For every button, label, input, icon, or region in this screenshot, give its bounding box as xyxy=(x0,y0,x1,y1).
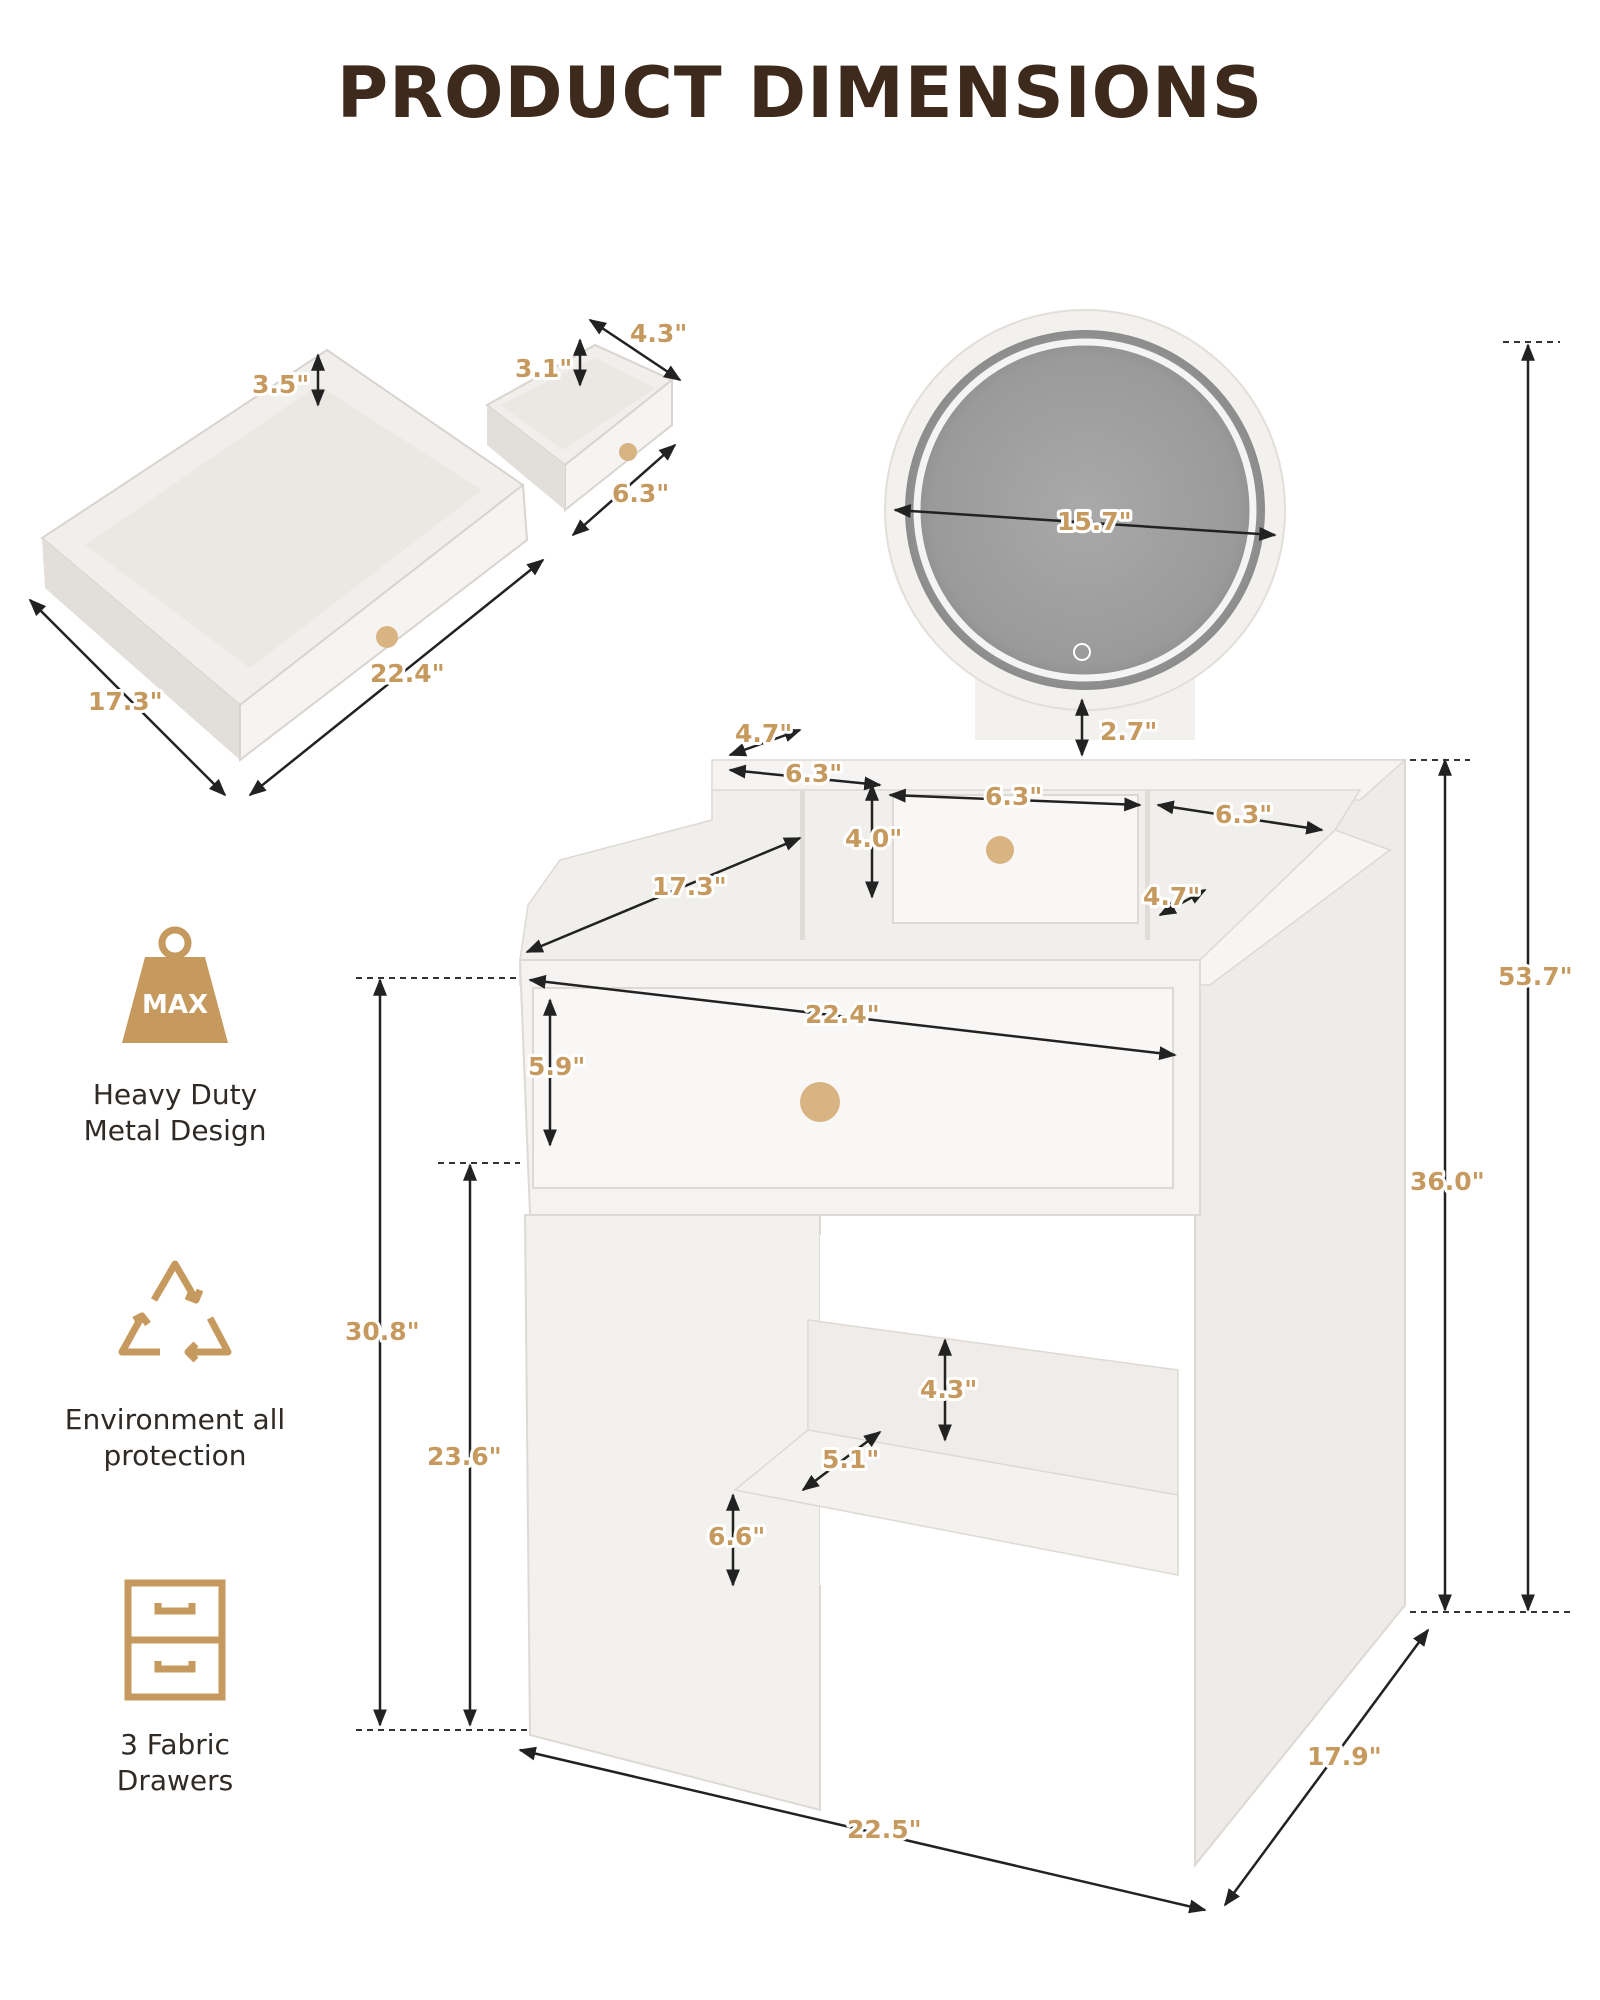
dim-small-drawer-depth: 4.3" xyxy=(630,319,687,348)
dim-mirror-neck: 2.7" xyxy=(1100,717,1157,746)
max-weight-icon: MAX xyxy=(110,925,240,1055)
dim-main-drawer-height: 5.9" xyxy=(528,1052,585,1081)
dim-shelf-depth: 5.1" xyxy=(822,1445,879,1474)
dim-center-drawer-width: 6.3" xyxy=(985,782,1042,811)
dim-base-depth: 17.9" xyxy=(1307,1742,1382,1771)
drawer-knob xyxy=(800,1082,840,1122)
dim-base-width: 22.5" xyxy=(847,1815,922,1844)
vanity-desk xyxy=(518,759,1407,1868)
dim-right-cubby-depth: 4.7" xyxy=(1143,882,1200,911)
dim-shelf-clearance: 6.6" xyxy=(708,1522,765,1551)
power-icon xyxy=(1073,643,1091,661)
dim-large-drawer-depth: 17.3" xyxy=(88,687,163,716)
dim-right-cubby-width: 6.3" xyxy=(1215,800,1272,829)
drawer-knob xyxy=(619,443,637,461)
dim-desk-depth: 17.3" xyxy=(652,872,727,901)
dimension-labels: 3.5" 17.3" 22.4" 3.1" 4.3" 6.3" 15.7" 2.… xyxy=(85,316,1576,1847)
dimension-lines xyxy=(28,318,1535,1914)
dim-shelf-height: 4.3" xyxy=(920,1375,977,1404)
feature-environment: Environment all protection xyxy=(40,1250,310,1474)
dim-small-drawer-height: 3.1" xyxy=(515,354,572,383)
dim-small-drawer-width: 6.3" xyxy=(612,479,669,508)
feature-drawers: 3 Fabric Drawers xyxy=(40,1575,310,1799)
dim-top-shelf-depth: 4.7" xyxy=(735,719,792,748)
dim-desk-height: 30.8" xyxy=(345,1317,420,1346)
dim-leg-clearance: 23.6" xyxy=(427,1442,502,1471)
feature-label: Environment all protection xyxy=(64,1403,286,1472)
drawer-knob xyxy=(376,626,398,648)
dim-mirror-diameter: 15.7" xyxy=(1057,507,1132,536)
feature-label: Heavy Duty Metal Design xyxy=(83,1078,267,1147)
extension-lines xyxy=(356,341,1575,1731)
recycle-icon xyxy=(110,1250,240,1380)
dim-total-height: 53.7" xyxy=(1498,962,1573,991)
dim-body-height: 36.0" xyxy=(1410,1167,1485,1196)
feature-heavy-duty: MAX Heavy Duty Metal Design xyxy=(40,925,310,1149)
drawers-icon xyxy=(110,1575,240,1705)
dim-desk-width: 22.4" xyxy=(805,1000,880,1029)
svg-text:MAX: MAX xyxy=(142,990,208,1020)
feature-label: 3 Fabric Drawers xyxy=(116,1728,234,1797)
dim-left-cubby-width: 6.3" xyxy=(785,759,842,788)
page-title: PRODUCT DIMENSIONS xyxy=(336,52,1264,134)
dim-large-drawer-width: 22.4" xyxy=(370,659,445,688)
dim-cubby-height: 4.0" xyxy=(845,824,902,853)
drawer-knob xyxy=(986,836,1014,864)
dim-large-drawer-height: 3.5" xyxy=(252,370,309,399)
